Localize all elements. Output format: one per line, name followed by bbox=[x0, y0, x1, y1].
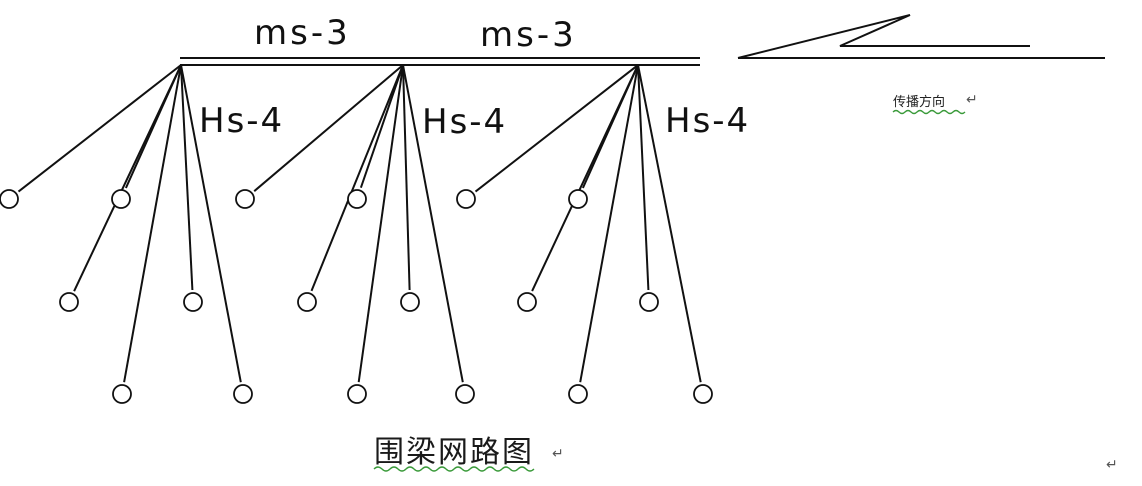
node-circle-3-3 bbox=[517, 292, 537, 312]
node-circle-1-6 bbox=[233, 384, 253, 404]
node-circle-1-1 bbox=[0, 189, 19, 209]
node-circle-2-3 bbox=[297, 292, 317, 312]
branch-line-3-6 bbox=[637, 64, 702, 383]
node-circle-3-6 bbox=[693, 384, 713, 404]
branch-label-2: Hs-4 bbox=[422, 102, 507, 142]
segment-label-2: ms-3 bbox=[480, 15, 577, 55]
node-circle-1-3 bbox=[59, 292, 79, 312]
branch-line-2-1 bbox=[253, 64, 404, 192]
branch-line-1-5 bbox=[123, 64, 182, 383]
direction-label-underline bbox=[892, 109, 966, 115]
node-circle-1-4 bbox=[183, 292, 203, 312]
direction-label: 传播方向 bbox=[893, 94, 945, 110]
branch-line-2-2 bbox=[359, 64, 404, 189]
branch-line-2-3 bbox=[310, 64, 404, 292]
branch-line-1-3 bbox=[73, 64, 182, 292]
caption-underline bbox=[373, 466, 535, 472]
node-circles bbox=[0, 189, 713, 404]
node-circle-3-1 bbox=[456, 189, 476, 209]
end-paragraph-mark: ↵ bbox=[1106, 457, 1118, 473]
branch-lines bbox=[17, 64, 702, 383]
node-circle-3-2 bbox=[568, 189, 588, 209]
branch-line-1-4 bbox=[180, 64, 194, 291]
direction-arrow bbox=[737, 14, 1105, 59]
branch-line-1-6 bbox=[180, 64, 242, 383]
node-circle-2-2 bbox=[347, 189, 367, 209]
branch-line-3-1 bbox=[474, 64, 639, 193]
branch-line-3-3 bbox=[531, 64, 639, 292]
branch-label-1: Hs-4 bbox=[199, 101, 284, 141]
branch-line-3-5 bbox=[579, 64, 639, 383]
branch-line-2-6 bbox=[402, 64, 464, 383]
branch-line-2-4 bbox=[402, 64, 411, 291]
node-circle-3-5 bbox=[568, 384, 588, 404]
branch-line-1-1 bbox=[17, 64, 182, 193]
segment-label-1: ms-3 bbox=[254, 13, 351, 53]
caption-paragraph-mark: ↵ bbox=[552, 446, 564, 462]
node-circle-1-5 bbox=[112, 384, 132, 404]
main-line bbox=[180, 57, 700, 66]
node-circle-2-6 bbox=[455, 384, 475, 404]
node-circle-2-4 bbox=[400, 292, 420, 312]
node-circle-2-5 bbox=[347, 384, 367, 404]
branch-line-3-4 bbox=[637, 64, 650, 291]
node-circle-1-2 bbox=[111, 189, 131, 209]
branch-label-3: Hs-4 bbox=[665, 101, 750, 141]
node-circle-3-4 bbox=[639, 292, 659, 312]
direction-paragraph-mark: ↵ bbox=[966, 92, 978, 108]
branch-line-2-5 bbox=[357, 64, 404, 383]
diagram-caption: 围梁网路图 bbox=[374, 435, 534, 470]
node-circle-2-1 bbox=[235, 189, 255, 209]
